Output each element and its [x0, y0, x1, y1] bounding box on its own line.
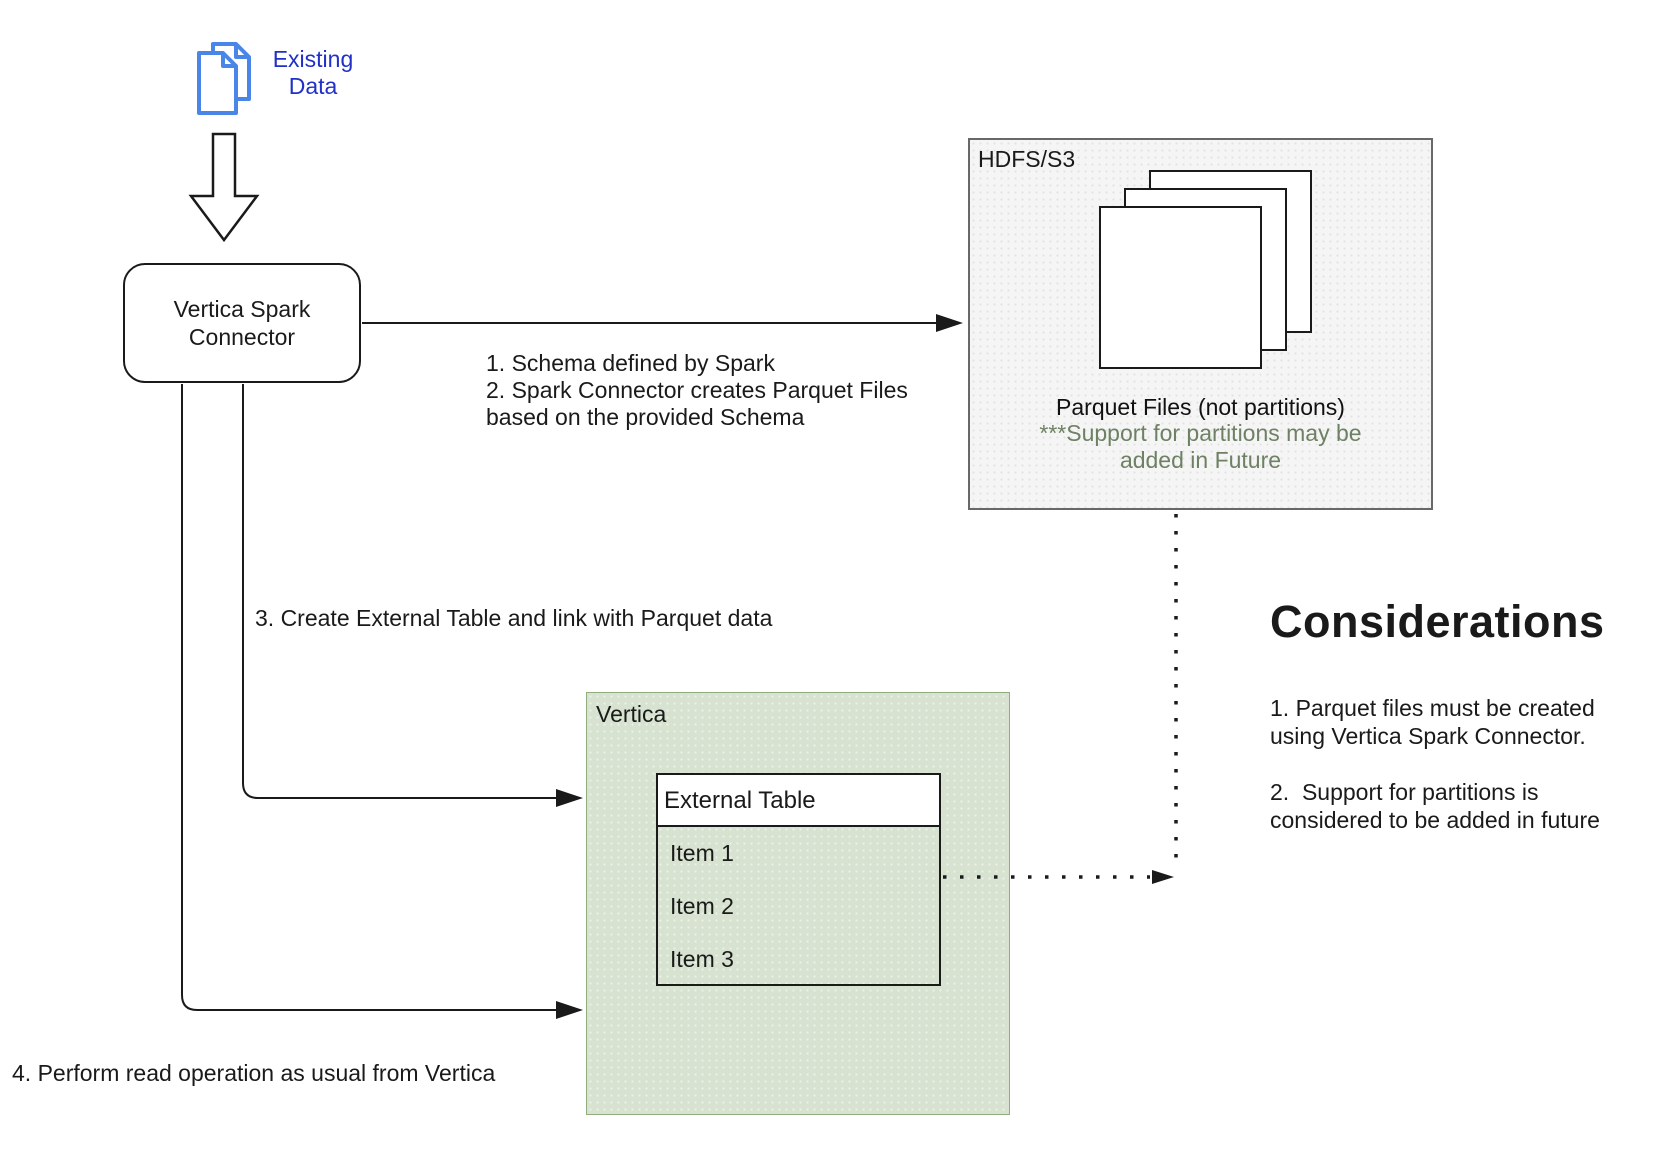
partitions-note-line1: ***Support for partitions may be [1039, 420, 1362, 446]
parquet-files-caption: Parquet Files (not partitions) ***Suppor… [970, 394, 1431, 474]
consideration-item-2: 2. Support for partitions is considered … [1270, 778, 1650, 834]
vertica-container: Vertica External Table Item 1 Item 2 Ite… [586, 692, 1010, 1115]
consideration-item-1: 1. Parquet files must be created using V… [1270, 694, 1650, 750]
connector-label-line2: Connector [188, 324, 296, 350]
parquet-files-caption-text: Parquet Files (not partitions) [1056, 394, 1345, 420]
file-square-front [1099, 206, 1262, 369]
consideration-1-line1: 1. Parquet files must be created [1270, 695, 1595, 721]
consideration-2-line1: 2. Support for partitions is [1270, 779, 1539, 805]
annotation-step2-line1: 2. Spark Connector creates Parquet Files [486, 377, 908, 403]
arrow-read-operation-head [556, 1001, 583, 1019]
external-table-body: Item 1 Item 2 Item 3 [656, 827, 941, 986]
annotation-step-4: 4. Perform read operation as usual from … [12, 1060, 496, 1086]
external-table-header: External Table [656, 773, 941, 827]
down-arrow-icon [188, 132, 260, 243]
documents-icon [197, 42, 251, 115]
annotation-steps-1-2: 1. Schema defined by Spark 2. Spark Conn… [486, 350, 908, 431]
annotation-step1-line: 1. Schema defined by Spark [486, 350, 775, 376]
existing-data-label-line2: Data [288, 73, 338, 99]
connector-label: Vertica Spark Connector [174, 295, 311, 351]
vertica-title: Vertica [596, 701, 667, 727]
partitions-note: ***Support for partitions may be added i… [970, 420, 1431, 474]
arrow-connector-to-hdfs-head [936, 314, 963, 332]
hdfs-s3-title: HDFS/S3 [978, 146, 1076, 172]
arrow-read-operation [181, 384, 556, 1011]
existing-data-label: Existing Data [256, 46, 370, 100]
vertica-spark-connector-node: Vertica Spark Connector [123, 263, 361, 383]
dotted-link-arrowhead [1152, 870, 1174, 884]
consideration-2-line2: considered to be added in future [1270, 807, 1600, 833]
table-row: Item 1 [670, 840, 734, 866]
table-row: Item 3 [670, 946, 734, 972]
hdfs-s3-container: HDFS/S3 Parquet Files (not partitions) *… [968, 138, 1433, 510]
considerations-title: Considerations [1270, 596, 1605, 647]
arrow-create-external-table-head [556, 789, 583, 807]
table-row: Item 2 [670, 893, 734, 919]
consideration-1-line2: using Vertica Spark Connector. [1270, 723, 1586, 749]
connector-label-line1: Vertica Spark [173, 296, 311, 322]
annotation-step2-line2: based on the provided Schema [486, 404, 805, 430]
external-table: External Table Item 1 Item 2 Item 3 [656, 773, 941, 986]
arrow-create-external-table [242, 384, 556, 799]
partitions-note-line2: added in Future [1119, 447, 1282, 473]
existing-data-label-line1: Existing [272, 46, 354, 72]
annotation-step-3: 3. Create External Table and link with P… [255, 605, 773, 631]
